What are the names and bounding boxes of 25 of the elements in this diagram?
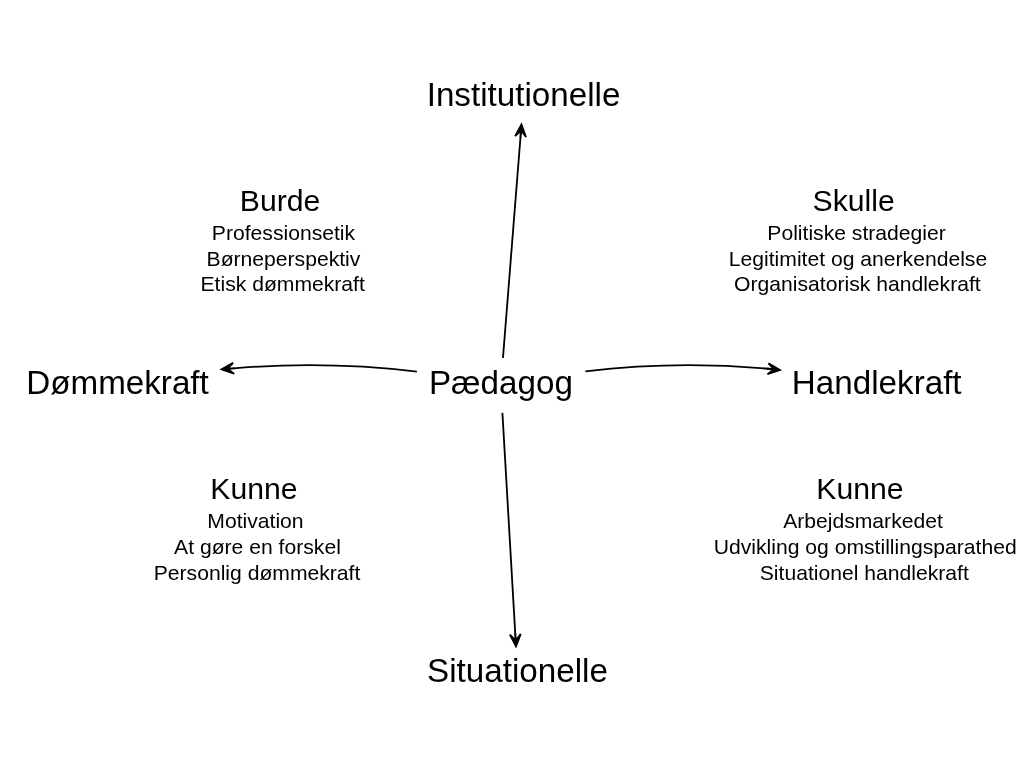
label: Personlig dømmekraft: [153, 560, 361, 584]
label: Kunne: [816, 472, 904, 506]
label: Organisatorisk handlekraft: [734, 272, 981, 296]
arrow: [584, 362, 781, 376]
label: Etisk dømmekraft: [200, 272, 365, 296]
label: Børneperspektiv: [206, 246, 361, 270]
label: Skulle: [812, 184, 895, 218]
label: Legitimitet og anerkendelse: [728, 246, 988, 270]
label: Motivation: [207, 509, 304, 533]
label: Professionsetik: [211, 221, 356, 245]
label: Situationel handlekraft: [759, 560, 969, 584]
label: Burde: [239, 184, 321, 218]
label: Kunne: [210, 472, 298, 506]
node-text: Dømmekraft: [26, 363, 209, 401]
node-text: Situationelle: [427, 652, 608, 690]
arrow: [502, 123, 527, 359]
node-text: Handlekraft: [791, 363, 962, 401]
node-text: Pædagog: [428, 363, 573, 401]
arrow: [501, 411, 522, 648]
label: At gøre en forskel: [174, 535, 341, 559]
label: Politiske stradegier: [767, 221, 946, 245]
label: Arbejdsmarkedet: [783, 509, 943, 533]
arrow: [220, 361, 418, 375]
label: Udvikling og omstillingsparathed: [713, 535, 1017, 559]
node-text: Institutionelle: [426, 75, 621, 113]
